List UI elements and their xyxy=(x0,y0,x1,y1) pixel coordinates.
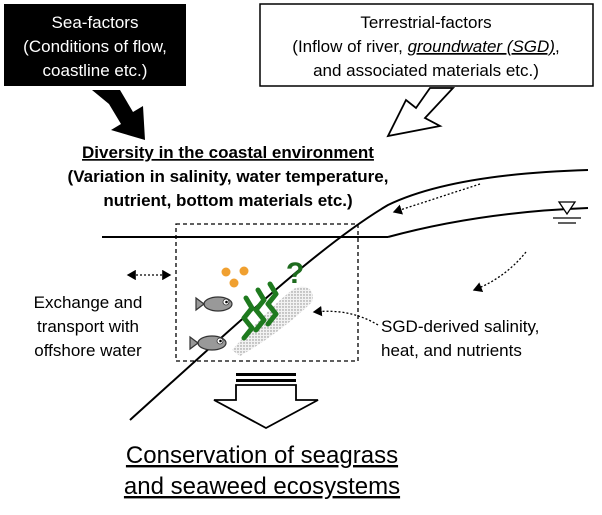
diversity-line2: (Variation in salinity, water temperatur… xyxy=(68,167,389,186)
exchange-line2: transport with xyxy=(37,317,139,336)
sea-factors-title: Sea-factors xyxy=(52,13,139,32)
sgd-line1: SGD-derived salinity, xyxy=(381,317,539,336)
fish-icon xyxy=(189,335,227,351)
conclusion-text: Conservation of seagrass and seaweed eco… xyxy=(124,442,400,500)
conclusion-line2: and seaweed ecosystems xyxy=(124,473,400,500)
sea-factors-line2: (Conditions of flow, xyxy=(23,37,167,56)
exchange-line3: offshore water xyxy=(34,341,142,360)
terrestrial-factors-line2: (Inflow of river, groundwater (SGD), xyxy=(292,37,559,56)
nutrient-bubble xyxy=(221,267,231,277)
diversity-title: Diversity in the coastal environment xyxy=(82,143,374,162)
water-level-symbol xyxy=(553,201,581,224)
sea-factors-box: Sea-factors (Conditions of flow, coastli… xyxy=(4,4,186,86)
terrestrial-factors-line3: and associated materials etc.) xyxy=(313,61,539,80)
diversity-text: Diversity in the coastal environment (Va… xyxy=(68,143,389,210)
terrestrial-prefix: (Inflow of river, xyxy=(292,37,407,56)
terrestrial-suffix: , xyxy=(555,37,560,56)
groundwater-sgd-term: groundwater (SGD) xyxy=(408,37,555,56)
terrestrial-factors-title: Terrestrial-factors xyxy=(360,13,491,32)
sgd-line2: heat, and nutrients xyxy=(381,341,522,360)
terrestrial-factors-arrow xyxy=(386,87,456,138)
terrestrial-factors-box: Terrestrial-factors (Inflow of river, gr… xyxy=(259,3,594,87)
water-table-line xyxy=(387,207,589,238)
exchange-line1: Exchange and xyxy=(34,293,143,312)
study-area-box xyxy=(175,223,359,362)
inflow-dotted-arrow xyxy=(392,183,481,215)
diversity-line3: nutrient, bottom materials etc.) xyxy=(103,191,352,210)
question-mark: ? xyxy=(286,257,304,290)
sgd-dotted-arrow xyxy=(312,305,379,326)
conclusion-arrow xyxy=(213,373,319,430)
nutrient-bubble xyxy=(229,278,239,288)
exchange-text: Exchange and transport with offshore wat… xyxy=(34,293,143,360)
groundwater-dotted-arrow xyxy=(472,251,527,293)
sgd-text: SGD-derived salinity, heat, and nutrient… xyxy=(381,317,539,360)
nutrient-bubble xyxy=(239,266,249,276)
conclusion-line1: Conservation of seagrass xyxy=(126,442,398,469)
fish-icon xyxy=(195,296,233,312)
seagrass-icon xyxy=(241,281,279,341)
sea-factors-arrow xyxy=(92,90,145,140)
sea-factors-line3: coastline etc.) xyxy=(43,61,148,80)
nutrient-bubbles xyxy=(221,266,249,288)
